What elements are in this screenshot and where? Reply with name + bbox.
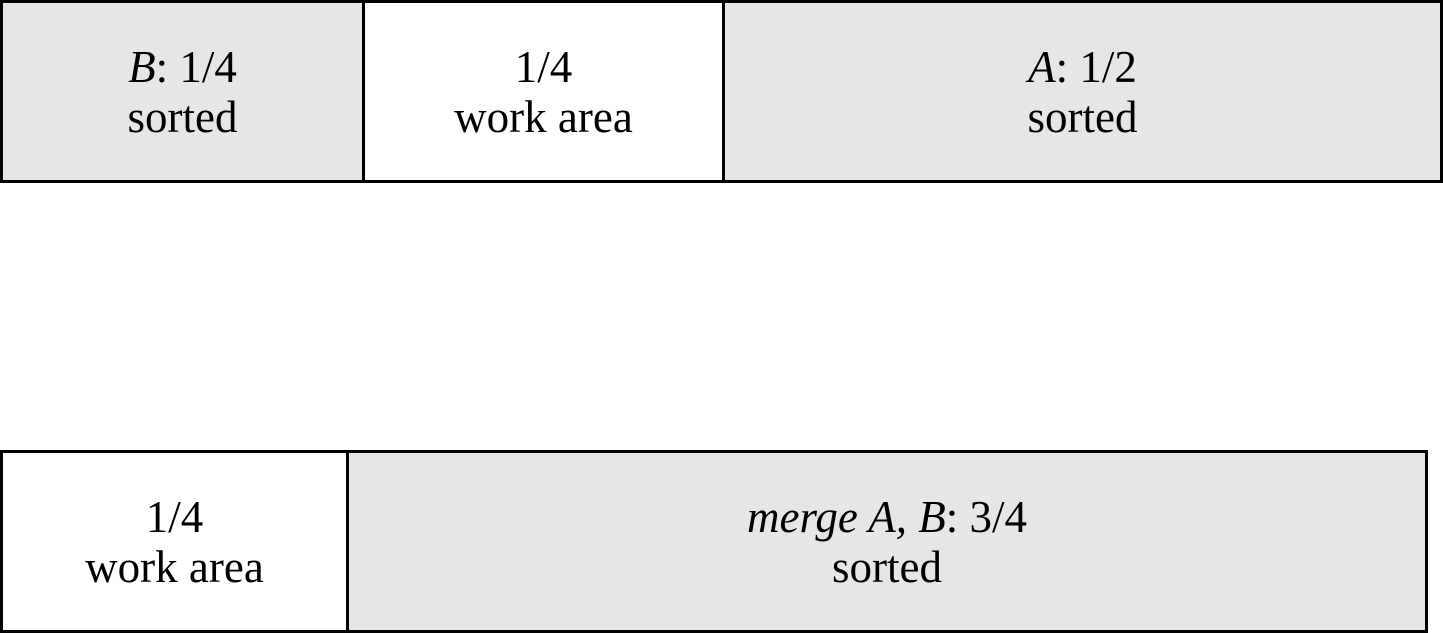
segment-b-sorted: B: 1/4 sorted [3, 3, 362, 180]
segment-a-label: sorted [1027, 91, 1138, 142]
segment-a-sorted: A: 1/2 sorted [722, 3, 1440, 180]
segment-b-name: B [128, 41, 156, 92]
segment-b-title: B: 1/4 [128, 42, 237, 92]
segment-top-work-area: 1/4 work area [362, 3, 722, 180]
segment-b-label: sorted [127, 91, 238, 142]
segment-merged-fraction: : 3/4 [945, 491, 1027, 542]
segment-bottom-work-area: 1/4 work area [3, 453, 346, 630]
segment-bottom-work-label: work area [85, 541, 264, 592]
segment-merged-title: merge A, B: 3/4 [747, 492, 1027, 542]
segment-merged-sorted: merge A, B: 3/4 sorted [346, 453, 1425, 630]
top-array-row: B: 1/4 sorted 1/4 work area A: 1/2 sorte… [0, 0, 1443, 183]
segment-top-work-fraction: 1/4 [514, 41, 573, 92]
segment-merged-label: sorted [832, 541, 942, 592]
segment-bottom-work-fraction: 1/4 [145, 491, 204, 542]
segment-merged-name: merge A, B [747, 491, 946, 542]
bottom-array-row: 1/4 work area merge A, B: 3/4 sorted [0, 450, 1428, 633]
segment-a-title: A: 1/2 [1028, 42, 1137, 92]
segment-top-work-label: work area [454, 91, 633, 142]
segment-a-fraction: : 1/2 [1055, 41, 1137, 92]
segment-b-fraction: : 1/4 [155, 41, 237, 92]
segment-a-name: A [1028, 41, 1056, 92]
